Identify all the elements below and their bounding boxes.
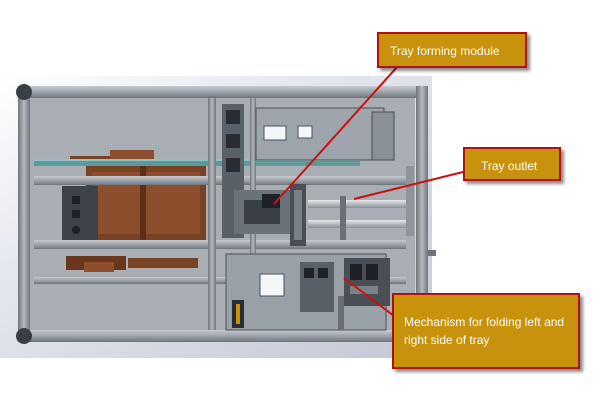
- outlet-stop: [340, 196, 346, 240]
- conveyor-belt: [34, 159, 360, 166]
- callout-folding-mechanism: Mechanism for folding left and right sid…: [392, 293, 580, 369]
- forming-module-plate: [255, 107, 395, 161]
- right-shaft-end: [428, 250, 436, 256]
- center-post: [208, 98, 216, 330]
- callout-tray-forming-module: Tray forming module: [377, 32, 527, 68]
- folding-mechanism: [225, 253, 390, 331]
- left-post: [18, 86, 30, 342]
- outlet-rod: [308, 220, 410, 228]
- leader-line-outlet: [353, 171, 464, 200]
- leader-line-forming: [273, 65, 399, 205]
- leader-line-folding: [343, 277, 395, 317]
- rail-upper-inner: [34, 176, 406, 185]
- top-rail: [18, 86, 428, 98]
- corner-bolt: [16, 84, 32, 100]
- callout-tray-outlet: Tray outlet: [463, 147, 561, 181]
- corner-bolt: [16, 328, 32, 344]
- outlet-rod: [308, 200, 410, 208]
- rail-lower-inner: [34, 277, 406, 284]
- rail-middle: [34, 240, 406, 249]
- right-post: [416, 86, 428, 342]
- bottom-rail: [18, 330, 428, 342]
- outlet-shaft: [406, 166, 414, 236]
